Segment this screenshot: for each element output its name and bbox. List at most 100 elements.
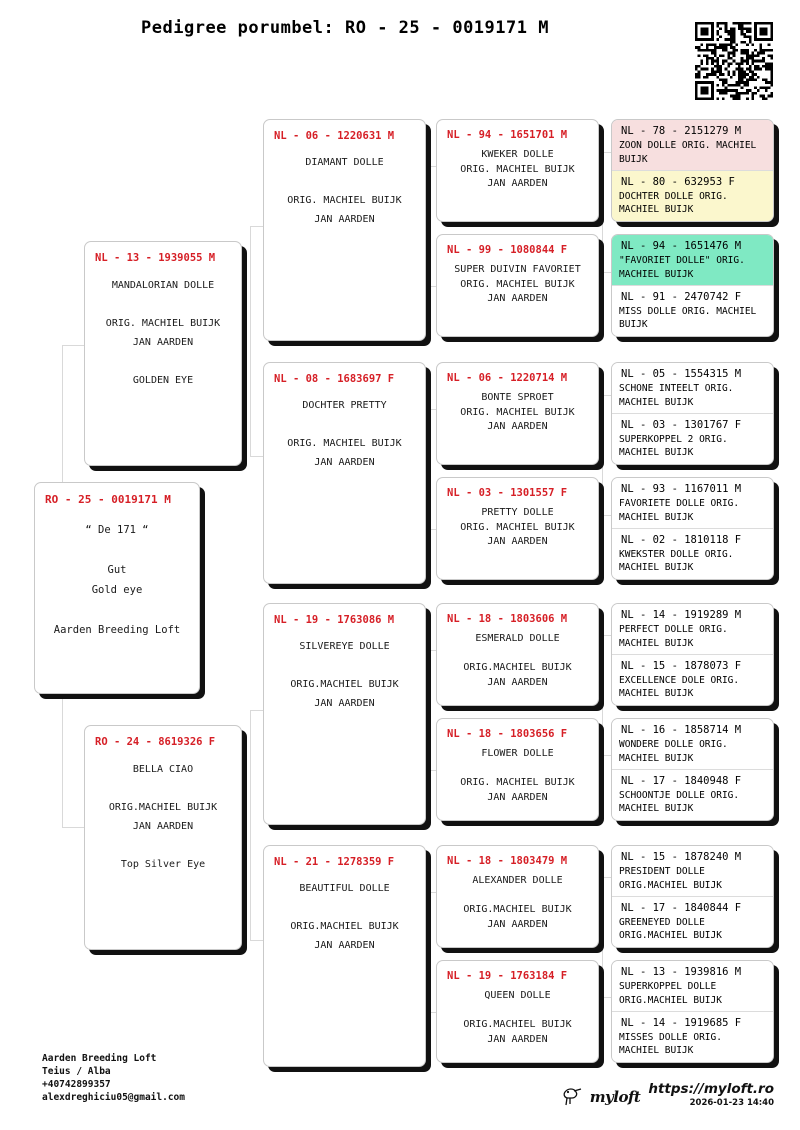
pedigree-pair-gen5[interactable]: NL - 15 - 1878240 M PRESIDENT DOLLE ORIG… [611,845,774,948]
pedigree-card-gen5[interactable]: NL - 93 - 1167011 M FAVORIETE DOLLE ORIG… [612,478,773,529]
pedigree-card-gen5[interactable]: NL - 80 - 632953 F DOCHTER DOLLE ORIG. M… [612,170,773,221]
bird-details: SCHONE INTEELT ORIG. MACHIEL BUIJK [619,383,734,408]
pedigree-card-gen3[interactable]: NL - 08 - 1683697 F DOCHTER PRETTY ORIG.… [263,362,426,584]
pedigree-card-subject[interactable]: RO - 25 - 0019171 M “ De 171 “ Gut Gold … [34,482,200,694]
pedigree-card-gen5[interactable]: NL - 78 - 2151279 M ZOON DOLLE ORIG. MAC… [612,120,773,171]
ring-number: NL - 80 - 632953 F [621,175,735,188]
ring-number: RO - 24 - 8619326 F [95,736,216,748]
bird-details: PERFECT DOLLE ORIG. MACHIEL BUIJK [619,624,728,649]
connector-line [250,456,264,457]
pedigree-card-gen5[interactable]: NL - 05 - 1554315 M SCHONE INTEELT ORIG.… [612,363,773,414]
brand-meta: https://myloft.ro 2026-01-23 14:40 [648,1081,774,1108]
connector-line [602,152,603,272]
brand-url[interactable]: https://myloft.ro [648,1081,774,1097]
connector-line [250,710,251,940]
pedigree-pair-gen5[interactable]: NL - 94 - 1651476 M "FAVORIET DOLLE" ORI… [611,234,774,337]
connector-line [602,635,611,636]
connector-line [602,395,603,515]
bird-details: MISS DOLLE ORIG. MACHIEL BUIJK [619,305,757,331]
pedigree-card-gen4[interactable]: NL - 03 - 1301557 F PRETTY DOLLE ORIG. M… [436,477,599,580]
bird-details: BELLA CIAO ORIG.MACHIEL BUIJK JAN AARDEN… [108,764,218,870]
pedigree-card-gen3[interactable]: NL - 06 - 1220631 M DIAMANT DOLLE ORIG. … [263,119,426,341]
bird-details: ESMERALD DOLLE ORIG.MACHIEL BUIJK JAN AA… [463,633,572,688]
page-title: Pedigree porumbel: RO - 25 - 0019171 M [141,18,549,38]
pedigree-card-gen5[interactable]: NL - 14 - 1919685 F MISSES DOLLE ORIG. M… [612,1011,773,1062]
pedigree-pair-gen5[interactable]: NL - 16 - 1858714 M WONDERE DOLLE ORIG. … [611,718,774,821]
bird-details: QUEEN DOLLE ORIG.MACHIEL BUIJK JAN AARDE… [463,990,572,1045]
bird-details: SUPERKOPPEL 2 ORIG. MACHIEL BUIJK [619,433,728,459]
pedigree-card-gen4[interactable]: NL - 18 - 1803479 M ALEXANDER DOLLE ORIG… [436,845,599,948]
ring-number: NL - 03 - 1301767 F [621,418,742,431]
pedigree-pair-gen5[interactable]: NL - 78 - 2151279 M ZOON DOLLE ORIG. MAC… [611,119,774,222]
ring-number: NL - 06 - 1220714 M [447,372,568,384]
ring-number: NL - 93 - 1167011 M [621,483,742,495]
pedigree-pair-gen5[interactable]: NL - 93 - 1167011 M FAVORIETE DOLLE ORIG… [611,477,774,580]
pedigree-card-gen5[interactable]: NL - 17 - 1840948 F SCHOONTJE DOLLE ORIG… [612,769,773,820]
connector-line [602,515,611,516]
bird-details: BONTE SPROET ORIG. MACHIEL BUIJK JAN AAR… [460,392,575,432]
connector-line [427,286,437,287]
pedigree-card-gen4[interactable]: NL - 94 - 1651701 M KWEKER DOLLE ORIG. M… [436,119,599,222]
ring-number: NL - 06 - 1220631 M [274,130,395,142]
pedigree-pair-gen5[interactable]: NL - 13 - 1939816 M SUPERKOPPEL DOLLE OR… [611,960,774,1063]
breeder-contact-info: Aarden Breeding Loft Teius / Alba +40742… [42,1053,185,1103]
qr-code-icon[interactable] [695,22,773,100]
ring-number: NL - 21 - 1278359 F [274,856,395,868]
connector-line [602,272,611,273]
pedigree-card-gen3[interactable]: NL - 21 - 1278359 F BEAUTIFUL DOLLE ORIG… [263,845,426,1067]
pedigree-card-gen5[interactable]: NL - 91 - 2470742 F MISS DOLLE ORIG. MAC… [612,285,773,336]
bird-details: MISSES DOLLE ORIG. MACHIEL BUIJK [619,1031,722,1057]
bird-details: BEAUTIFUL DOLLE ORIG.MACHIEL BUIJK JAN A… [290,883,399,951]
ring-number: NL - 94 - 1651476 M [621,240,742,252]
ring-number: NL - 13 - 1939816 M [621,966,742,978]
connector-line [427,409,437,410]
connector-line [250,940,264,941]
pedigree-card-gen5[interactable]: NL - 14 - 1919289 M PERFECT DOLLE ORIG. … [612,604,773,655]
connector-line [427,409,428,529]
ring-number: NL - 08 - 1683697 F [274,373,395,385]
pedigree-card-gen4[interactable]: NL - 06 - 1220714 M BONTE SPROET ORIG. M… [436,362,599,465]
pedigree-card-gen5[interactable]: NL - 17 - 1840844 F GREENEYED DOLLE ORIG… [612,896,773,947]
bird-details: DIAMANT DOLLE ORIG. MACHIEL BUIJK JAN AA… [287,157,402,225]
pedigree-card-gen3[interactable]: NL - 19 - 1763086 M SILVEREYE DOLLE ORIG… [263,603,426,825]
bird-details: “ De 171 “ Gut Gold eye Aarden Breeding … [53,524,181,636]
pedigree-pair-gen5[interactable]: NL - 05 - 1554315 M SCHONE INTEELT ORIG.… [611,362,774,465]
ring-number: NL - 17 - 1840948 F [621,774,742,787]
pedigree-card-gen5[interactable]: NL - 02 - 1810118 F KWEKSTER DOLLE ORIG.… [612,528,773,579]
pedigree-card-gen5[interactable]: NL - 15 - 1878073 F EXCELLENCE DOLE ORIG… [612,654,773,705]
myloft-logo: myloft [561,1086,641,1108]
pigeon-logo-icon [563,1088,581,1106]
ring-number: NL - 14 - 1919685 F [621,1016,742,1029]
pedigree-card-gen4[interactable]: NL - 19 - 1763184 F QUEEN DOLLE ORIG.MAC… [436,960,599,1063]
pedigree-card-gen5[interactable]: NL - 15 - 1878240 M PRESIDENT DOLLE ORIG… [612,846,773,897]
pedigree-card-gen4[interactable]: NL - 18 - 1803606 M ESMERALD DOLLE ORIG.… [436,603,599,706]
ring-number: NL - 02 - 1810118 F [621,533,742,546]
connector-line [602,152,611,153]
pedigree-card-sire[interactable]: NL - 13 - 1939055 M MANDALORIAN DOLLE OR… [84,241,242,466]
pedigree-card-gen4[interactable]: NL - 18 - 1803656 F FLOWER DOLLE ORIG. M… [436,718,599,821]
connector-line [427,650,437,651]
bird-details: DOCHTER PRETTY ORIG. MACHIEL BUIJK JAN A… [287,400,402,468]
pedigree-card-gen4[interactable]: NL - 99 - 1080844 F SUPER DUIVIN FAVORIE… [436,234,599,337]
connector-line [602,997,611,998]
pedigree-card-gen5[interactable]: NL - 03 - 1301767 F SUPERKOPPEL 2 ORIG. … [612,413,773,464]
connector-line [427,166,437,167]
connector-line [602,877,611,878]
ring-number: NL - 15 - 1878073 F [621,659,742,672]
bird-details: ZOON DOLLE ORIG. MACHIEL BUIJK [619,140,757,165]
pedigree-card-gen5[interactable]: NL - 16 - 1858714 M WONDERE DOLLE ORIG. … [612,719,773,770]
connector-line [250,226,251,456]
ring-number: NL - 03 - 1301557 F [447,487,568,499]
bird-details: DOCHTER DOLLE ORIG. MACHIEL BUIJK [619,190,728,216]
footer-brand: myloft https://myloft.ro 2026-01-23 14:4… [561,1081,774,1108]
connector-line [250,710,264,711]
bird-details: PRETTY DOLLE ORIG. MACHIEL BUIJK JAN AAR… [460,507,575,547]
pedigree-card-gen5[interactable]: NL - 94 - 1651476 M "FAVORIET DOLLE" ORI… [612,235,773,286]
pedigree-pair-gen5[interactable]: NL - 14 - 1919289 M PERFECT DOLLE ORIG. … [611,603,774,706]
bird-details: MANDALORIAN DOLLE ORIG. MACHIEL BUIJK JA… [105,280,221,386]
pedigree-card-dam[interactable]: RO - 24 - 8619326 F BELLA CIAO ORIG.MACH… [84,725,242,950]
connector-line [62,587,63,827]
bird-details: "FAVORIET DOLLE" ORIG. MACHIEL BUIJK [619,255,745,280]
ring-number: NL - 18 - 1803656 F [447,728,568,740]
pedigree-card-gen5[interactable]: NL - 13 - 1939816 M SUPERKOPPEL DOLLE OR… [612,961,773,1012]
